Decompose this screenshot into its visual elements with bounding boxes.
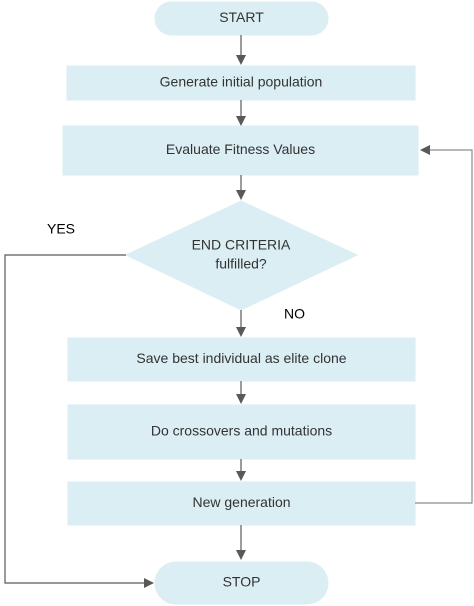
- arrow-crossover-to-new-generation: [236, 459, 246, 481]
- new-generation-node: New generation: [67, 481, 416, 526]
- end-criteria-decision-node: END CRITERIA fulfilled?: [124, 200, 359, 311]
- stop-node: STOP: [154, 561, 329, 605]
- arrow-save-elite-to-crossover: [236, 381, 246, 404]
- arrow-generate-to-evaluate: [236, 100, 246, 126]
- start-label: START: [219, 9, 264, 25]
- generate-population-node: Generate initial population: [66, 65, 416, 101]
- stop-label: STOP: [223, 574, 261, 590]
- arrow-start-to-generate: [236, 35, 246, 65]
- arrow-loop-back-to-evaluate: [415, 145, 473, 504]
- evaluate-fitness-label: Evaluate Fitness Values: [166, 141, 315, 157]
- arrow-decision-to-save-elite: [236, 310, 246, 337]
- decision-label-line2: fulfilled?: [215, 256, 267, 272]
- start-node: START: [154, 1, 329, 36]
- yes-label: YES: [47, 221, 75, 237]
- new-generation-label: New generation: [192, 494, 290, 510]
- crossover-mutation-node: Do crossovers and mutations: [67, 404, 416, 460]
- arrow-evaluate-to-decision: [236, 175, 246, 200]
- no-label: NO: [284, 306, 305, 322]
- arrow-yes-to-stop: [4, 254, 154, 588]
- decision-label-line1: END CRITERIA: [192, 237, 291, 253]
- crossover-mutation-label: Do crossovers and mutations: [151, 423, 332, 439]
- generate-population-label: Generate initial population: [160, 74, 323, 90]
- arrow-new-generation-to-stop: [236, 525, 246, 560]
- evaluate-fitness-node: Evaluate Fitness Values: [62, 125, 419, 176]
- save-elite-node: Save best individual as elite clone: [67, 337, 416, 382]
- save-elite-label: Save best individual as elite clone: [136, 350, 346, 366]
